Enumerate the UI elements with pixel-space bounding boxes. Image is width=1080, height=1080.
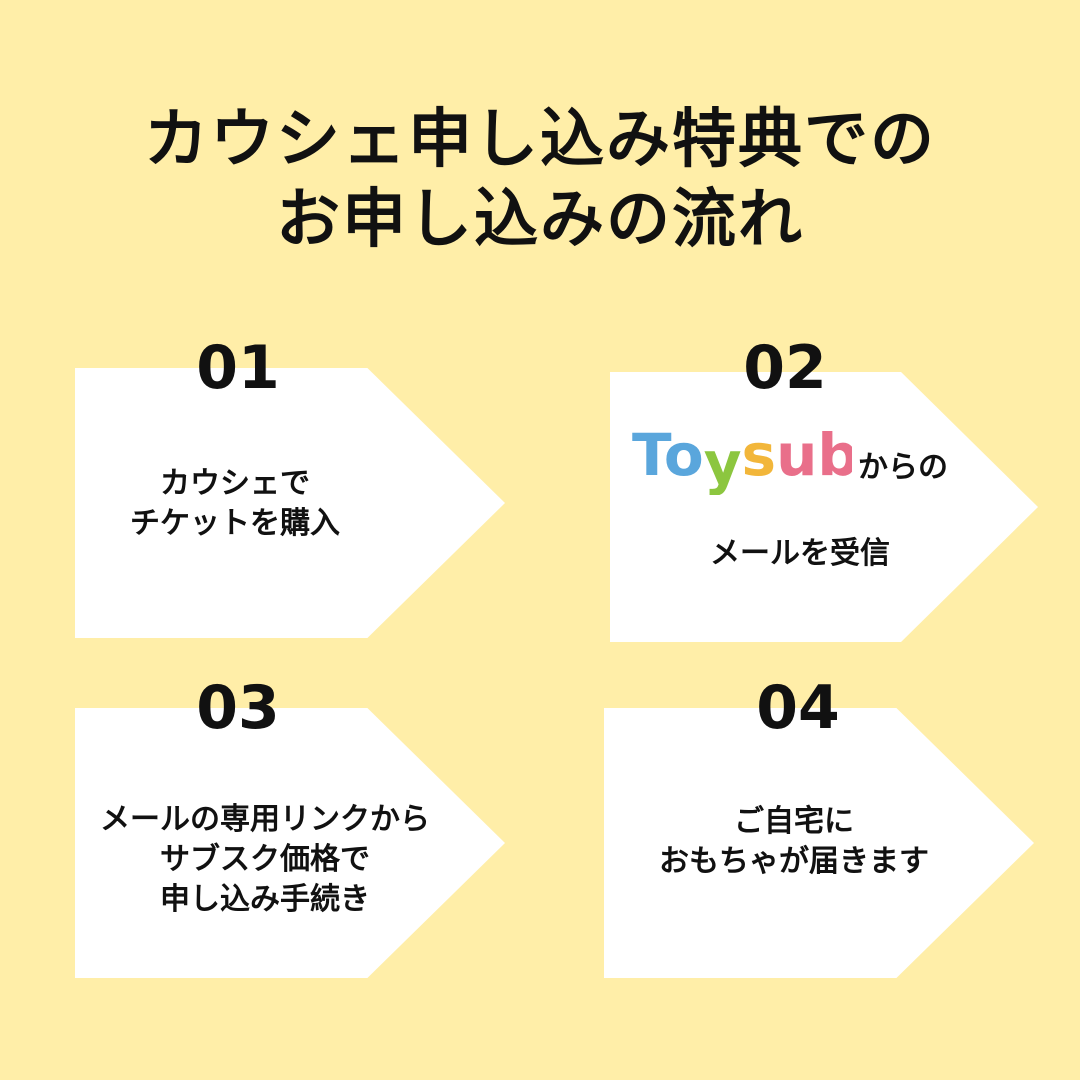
- step-3-line-2: サブスク価格で: [160, 842, 370, 877]
- step-2-line-1: メールを受信: [710, 536, 890, 571]
- logo-letter-b: b: [817, 421, 852, 489]
- title-line-2: お申し込みの流れ: [276, 183, 804, 257]
- step-number-1: 01: [196, 333, 280, 403]
- step-text-3: メールの専用リンクから サブスク価格で 申し込み手続き: [75, 800, 455, 920]
- step-text-1: カウシェで チケットを購入: [75, 464, 395, 544]
- step-1-line-2: チケットを購入: [130, 506, 340, 541]
- logo-letter-u: u: [776, 421, 817, 489]
- title-line-1: カウシェ申し込み特典での: [144, 103, 936, 177]
- toysub-logo: Toysub!: [632, 421, 852, 495]
- step-number-2: 02: [743, 333, 827, 403]
- step-text-2: メールを受信: [640, 534, 960, 574]
- step-2-from-label: からの: [858, 450, 948, 485]
- step-3-line-1: メールの専用リンクから: [100, 802, 430, 837]
- page-title: カウシェ申し込み特典での お申し込みの流れ: [0, 100, 1080, 260]
- step-3-line-3: 申し込み手続き: [160, 882, 370, 917]
- logo-letter-y: y: [704, 429, 742, 495]
- step-1-line-1: カウシェで: [160, 466, 310, 501]
- step-text-4: ご自宅に おもちゃが届きます: [604, 802, 984, 882]
- step-number-3: 03: [196, 673, 280, 743]
- toysub-logo-text: Toysub!: [632, 421, 852, 495]
- step-4-line-2: おもちゃが届きます: [659, 844, 929, 879]
- step-card-2: [610, 372, 1038, 642]
- step-4-line-1: ご自宅に: [734, 804, 854, 839]
- logo-letter-s: s: [742, 421, 777, 489]
- logo-letter-o: o: [664, 421, 704, 489]
- step-number-4: 04: [756, 673, 840, 743]
